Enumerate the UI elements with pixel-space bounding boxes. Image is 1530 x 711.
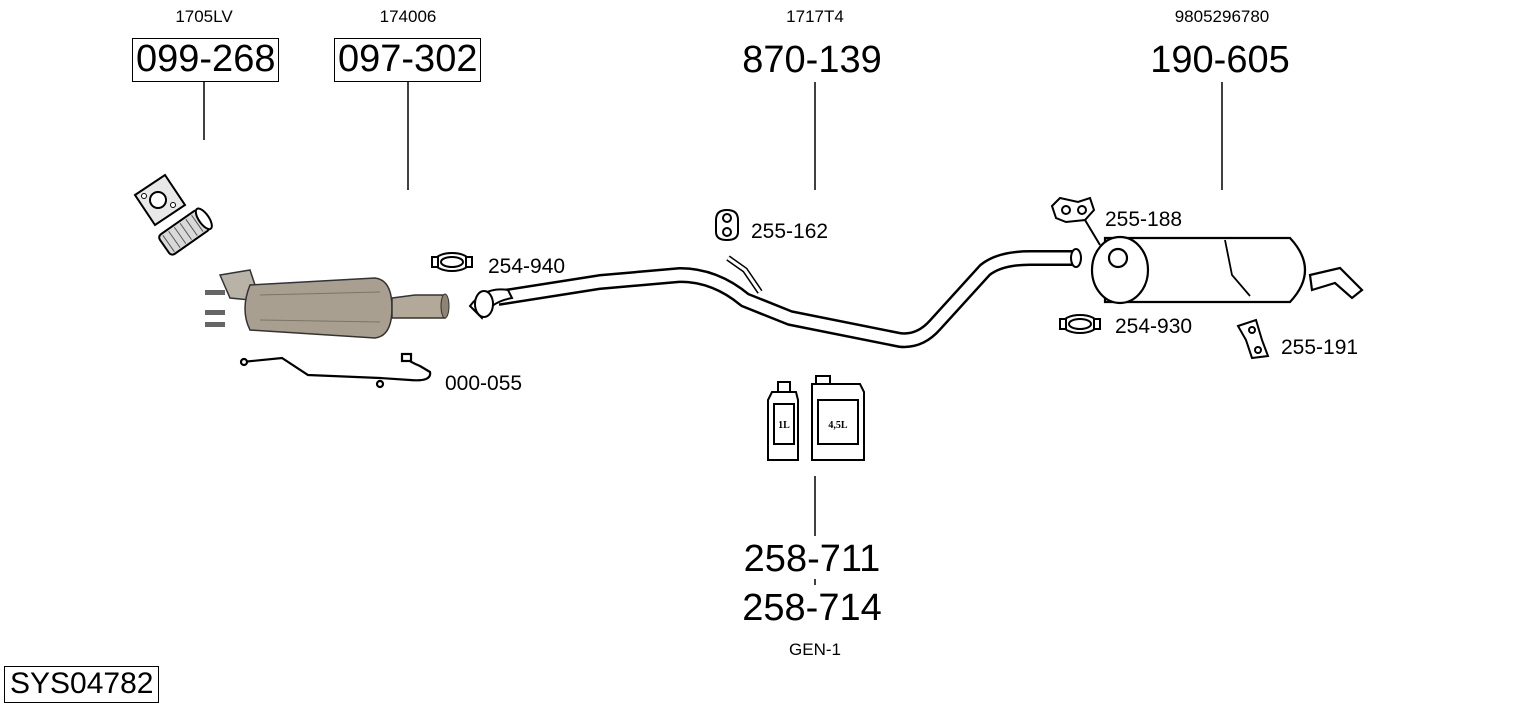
part-number-clamp-front: 254-940 <box>488 255 566 278</box>
bottle-large-icon <box>811 375 865 461</box>
hanger-center-part <box>715 208 739 242</box>
additive-note: GEN-1 <box>789 640 841 659</box>
part-number-rear-muffler: 190-605 <box>1150 39 1290 81</box>
part-number-sensor-pipe: 000-055 <box>445 372 523 395</box>
oem-number-dpf: 174006 <box>379 7 437 26</box>
part-number-clamp-rear: 254-930 <box>1115 315 1193 338</box>
bracket-rear-part <box>1236 318 1270 360</box>
center-pipe-part <box>468 248 1082 349</box>
dpf-part <box>205 269 450 339</box>
clamp-front-part <box>431 252 473 272</box>
oem-number-flex-pipe: 1705LV <box>175 7 233 26</box>
part-number-center-pipe: 870-139 <box>742 39 882 81</box>
bottle-small-label: 1L <box>778 420 790 431</box>
hanger-rear-top-part <box>1050 196 1101 246</box>
part-number-additive-2: 258-714 <box>742 587 882 629</box>
system-code: SYS04782 <box>4 666 160 703</box>
clamp-rear-part <box>1059 314 1101 334</box>
sensor-pipe-part <box>239 352 432 389</box>
bottle-large-label: 4,5L <box>828 420 848 431</box>
part-number-flex-pipe: 099-268 <box>132 38 280 82</box>
oem-number-center-pipe: 1717T4 <box>786 7 844 26</box>
part-number-hanger-center: 255-162 <box>751 220 829 243</box>
rear-muffler-part <box>1090 235 1364 305</box>
part-number-bracket-rear: 255-191 <box>1281 336 1359 359</box>
part-number-additive-1: 258-711 <box>743 538 881 580</box>
flex-pipe-part <box>133 173 213 256</box>
part-number-hanger-rear-top: 255-188 <box>1105 208 1183 231</box>
part-number-dpf: 097-302 <box>334 38 482 82</box>
bottle-small-icon <box>767 381 799 461</box>
oem-number-rear-muffler: 9805296780 <box>1174 7 1270 26</box>
